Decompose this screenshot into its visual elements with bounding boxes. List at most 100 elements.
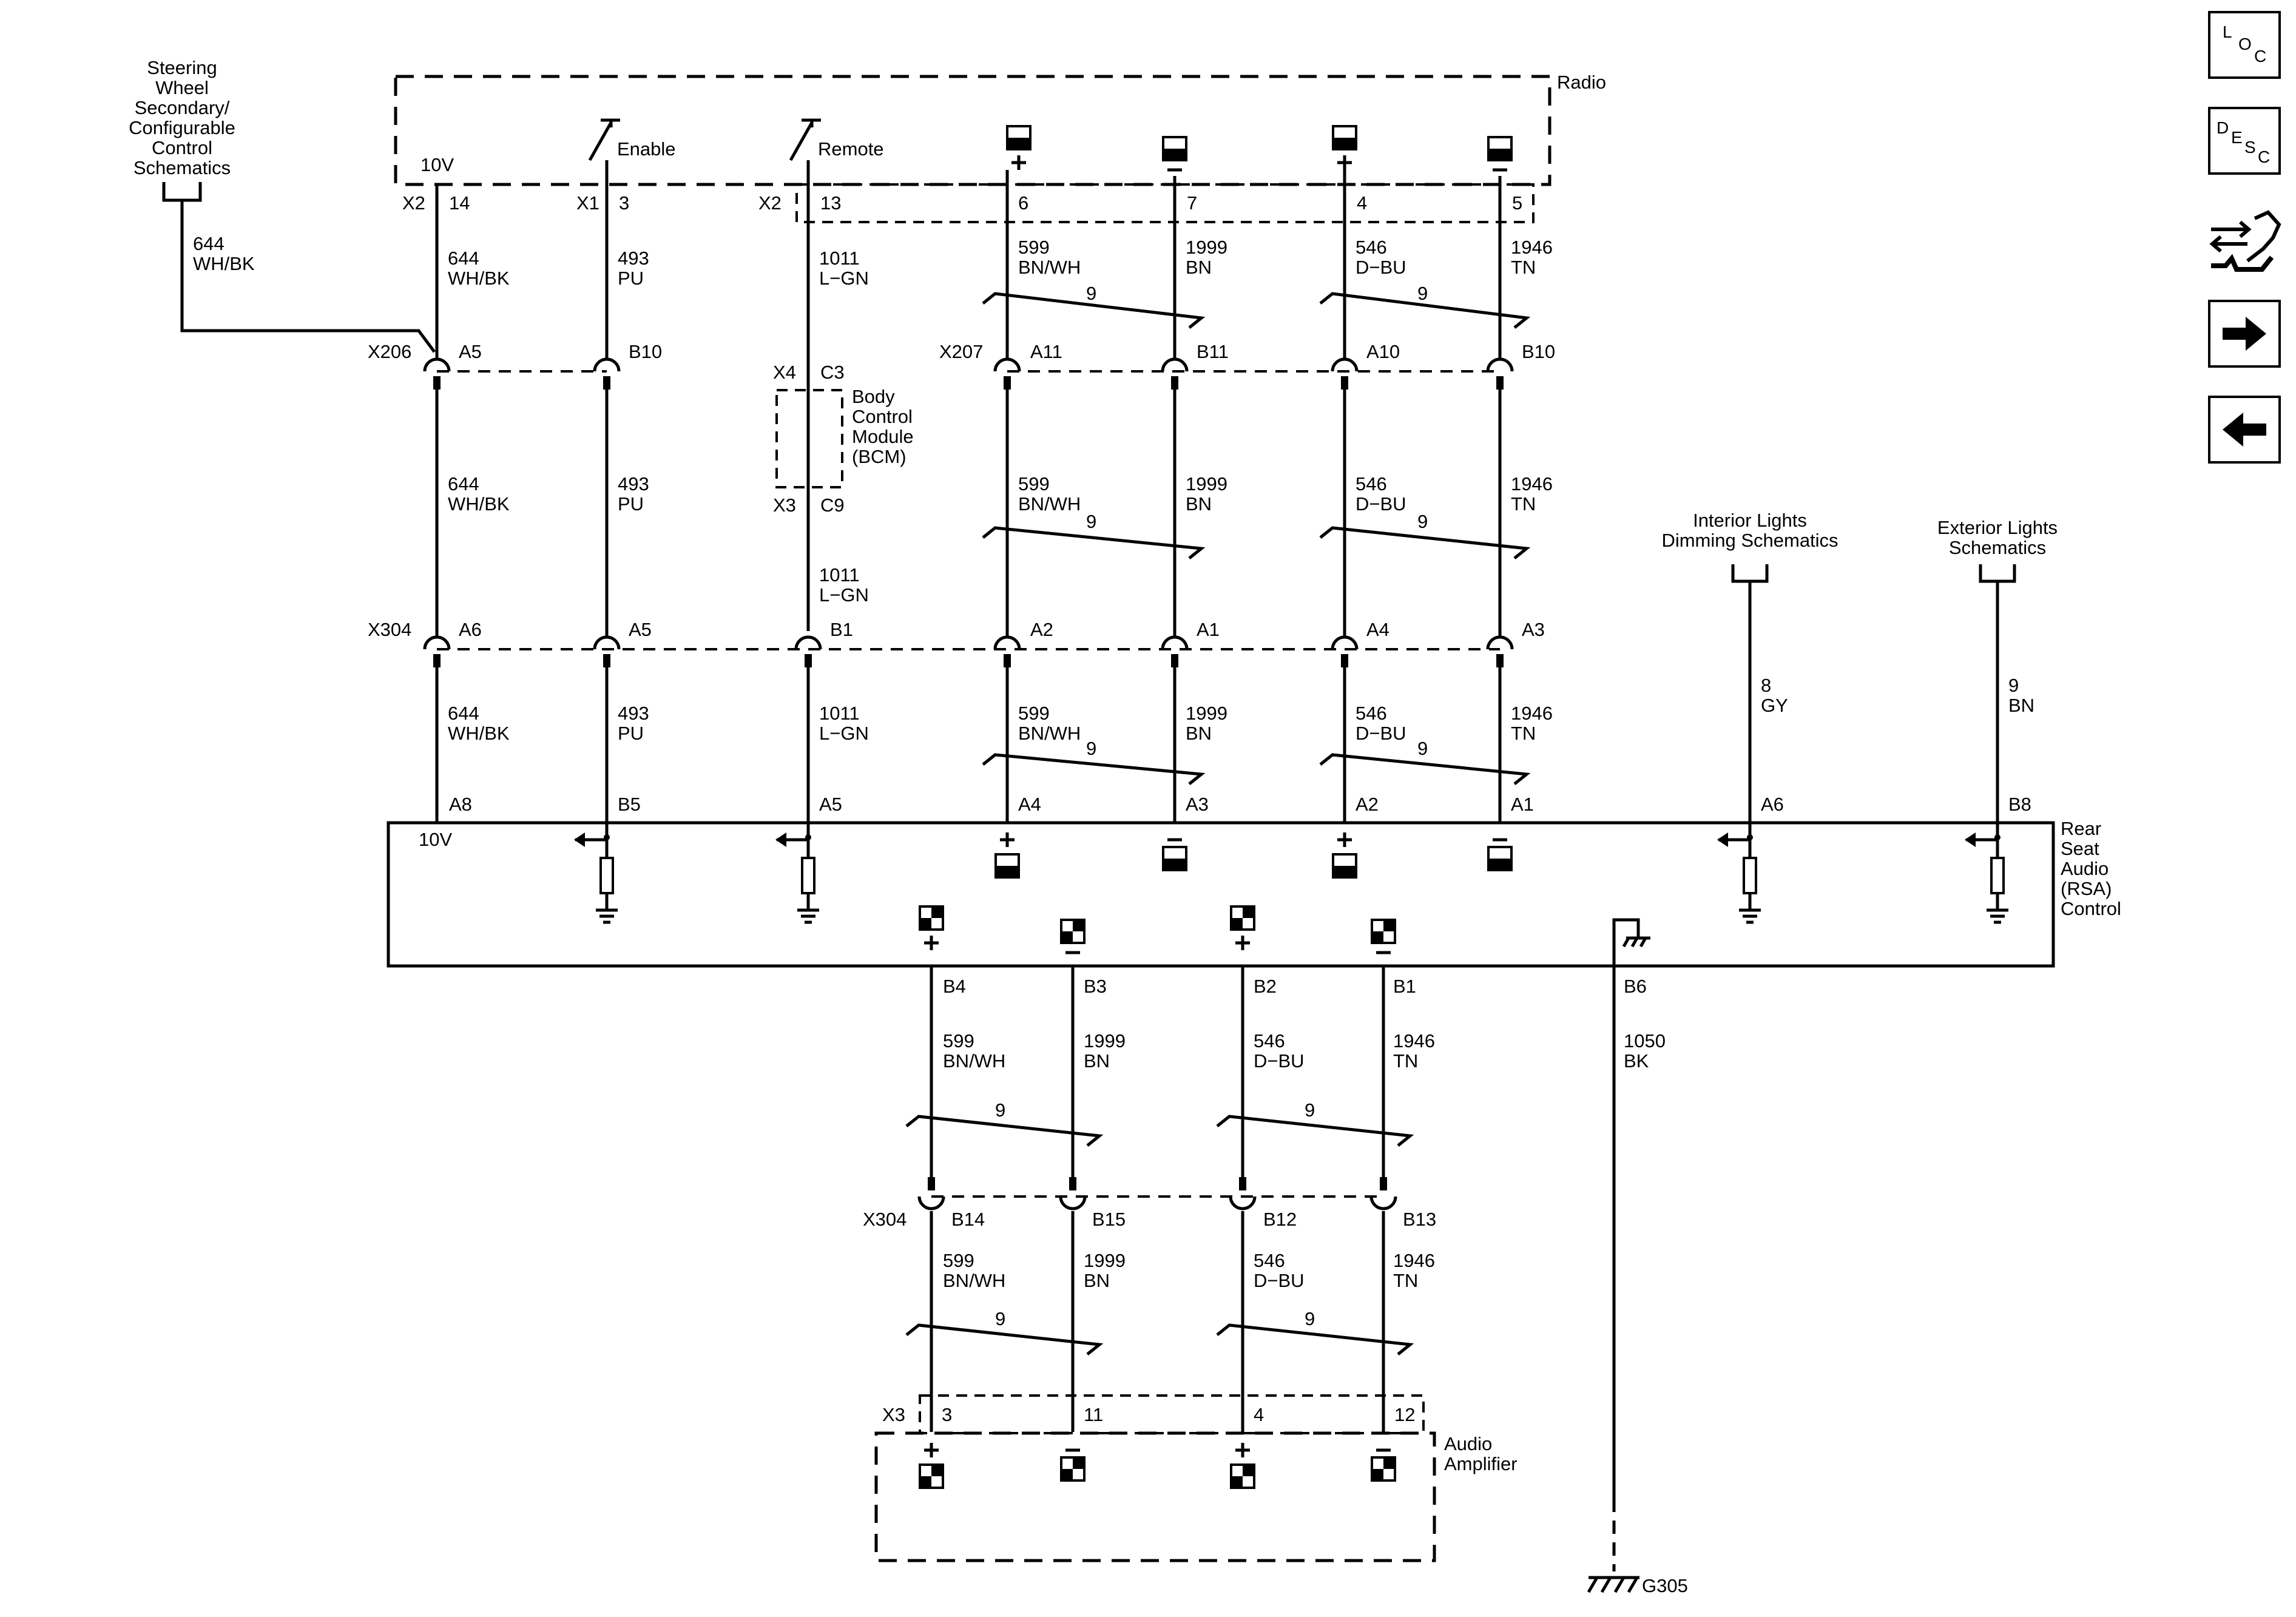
radio-module-label: Radio — [1557, 72, 1606, 93]
next-page-icon[interactable] — [2208, 300, 2281, 368]
wire-493-circuit-label: 493 — [618, 248, 649, 269]
bcm-label-line1: Body — [852, 386, 895, 407]
amplifier-x3-label: X3 — [882, 1404, 905, 1425]
twisted-pair-label: 9 — [995, 1099, 1005, 1121]
twisted-pair-label: 9 — [1086, 283, 1096, 304]
wire-599-color-label: BN/WH — [1018, 493, 1081, 515]
audio-output-negative-icon — [1487, 136, 1513, 172]
radio-audio-outputs — [1006, 125, 1513, 172]
rsa-pin-b5: B5 — [618, 794, 641, 815]
x304-pin-a6: A6 — [459, 619, 482, 640]
rsa-pin-b4: B4 — [943, 976, 966, 997]
rsa-pin-a1: A1 — [1511, 794, 1534, 815]
exterior-lights-ref-bracket — [1979, 564, 2016, 583]
bcm-c9-label: C9 — [820, 495, 845, 516]
interior-lights-ref-bracket — [1731, 564, 1769, 583]
wire-599-color-label: BN/WH — [1018, 257, 1081, 278]
steering-wheel-ref-line2: Wheel — [155, 77, 209, 98]
wire-546-circuit-label: 546 — [1254, 1030, 1285, 1052]
wire-546-color-label: D−BU — [1254, 1270, 1305, 1291]
radio-connector-x1-label: X1 — [576, 192, 599, 214]
audio-input-negative-icon — [1060, 1448, 1086, 1482]
x304-pin-b14: B14 — [951, 1209, 985, 1230]
wire-546-color-label: D−BU — [1356, 257, 1406, 278]
rsa-input-resistor-icon — [574, 832, 618, 924]
x304-pin-a2: A2 — [1030, 619, 1053, 640]
bcm-c3-label: C3 — [820, 362, 845, 383]
amplifier-pin-4: 4 — [1254, 1404, 1264, 1425]
rsa-10v-label: 10V — [419, 829, 452, 850]
steering-wheel-ref-line6: Schematics — [133, 157, 231, 178]
audio-input-negative-icon — [1487, 838, 1513, 871]
x304-pin-a3: A3 — [1522, 619, 1545, 640]
bcm-label-line3: Module — [852, 426, 914, 447]
amplifier-pin-3: 3 — [942, 1404, 952, 1425]
wire-1946-color-label: TN — [1511, 493, 1536, 515]
upper-wire-runs — [435, 160, 1502, 379]
rsa-input-resistor-icon — [1965, 832, 2008, 924]
rsa-pin-b3: B3 — [1084, 976, 1107, 997]
twisted-pair-label: 9 — [1305, 1099, 1315, 1121]
wire-1999-color-label: BN — [1084, 1270, 1110, 1291]
wire-1946-circuit-label: 1946 — [1511, 473, 1553, 495]
wire-1946-color-label: TN — [1393, 1270, 1418, 1291]
rsa-label-line2: Seat — [2061, 838, 2099, 859]
previous-page-icon[interactable] — [2208, 396, 2281, 464]
audio-output-negative-icon — [1371, 919, 1396, 954]
wire-1999-color-label: BN — [1186, 493, 1212, 515]
wire-1946-color-label: TN — [1511, 257, 1536, 278]
radio-pin-7: 7 — [1187, 192, 1197, 214]
audio-input-positive-icon — [919, 1443, 944, 1489]
x206-pin-a5: A5 — [459, 341, 482, 362]
radio-pin-3: 3 — [619, 192, 629, 214]
rsa-pin-a3: A3 — [1186, 794, 1209, 815]
wire-644-color-label: WH/BK — [193, 253, 255, 274]
connector-row2-terminals — [423, 635, 1514, 667]
x207-pin-b10: B10 — [1522, 341, 1555, 362]
twisted-pair-markers-lower — [982, 753, 1531, 785]
twisted-pair-label: 9 — [1417, 283, 1428, 304]
exterior-lights-ref-line2: Schematics — [1949, 537, 2046, 558]
audio-output-positive-icon — [1230, 905, 1255, 950]
rsa-pin-b8: B8 — [2008, 794, 2031, 815]
wire-546-color-label: D−BU — [1254, 1050, 1305, 1072]
wire-1946-circuit-label: 1946 — [1393, 1030, 1435, 1052]
x206-pin-b10: B10 — [629, 341, 662, 362]
amplifier-label-line1: Audio — [1444, 1433, 1492, 1454]
interior-lights-ref-line2: Dimming Schematics — [1661, 530, 1838, 551]
desc-letter-c: C — [2258, 147, 2270, 166]
x304-pin-b13: B13 — [1403, 1209, 1436, 1230]
wire-644-circuit-label: 644 — [448, 473, 479, 495]
amplifier-audio-inputs — [919, 1443, 1396, 1489]
radio-pin-14: 14 — [449, 192, 470, 214]
wire-1946-circuit-label: 1946 — [1393, 1250, 1435, 1271]
x207-pin-a10: A10 — [1366, 341, 1400, 362]
wire-599-circuit-label: 599 — [943, 1030, 974, 1052]
radio-pin-4: 4 — [1357, 192, 1367, 214]
wire-644-color-label: WH/BK — [448, 268, 510, 289]
wire-1011-circuit-label: 1011 — [819, 248, 860, 269]
exterior-lights-ref-line1: Exterior Lights — [1937, 517, 2058, 538]
desc-icon[interactable]: D E S C — [2208, 107, 2281, 175]
radio-module-outline — [394, 75, 1551, 186]
amplifier-pin-11: 11 — [1084, 1404, 1103, 1425]
radio-x2-connector-outline — [795, 183, 1535, 223]
wire-644-circuit-label: 644 — [448, 248, 479, 269]
rsa-label-line3: Audio — [2061, 858, 2109, 879]
ground-g305-label: G305 — [1642, 1575, 1688, 1596]
connector-end-view-icon[interactable] — [2205, 200, 2284, 279]
audio-input-positive-icon — [1230, 1443, 1255, 1489]
steering-wheel-ref-line3: Secondary/ — [135, 97, 230, 118]
twisted-pair-label: 9 — [1417, 738, 1428, 759]
interior-lights-ref-line1: Interior Lights — [1693, 510, 1807, 531]
twisted-pair-label: 9 — [1305, 1308, 1315, 1329]
bcm-label-line2: Control — [852, 406, 913, 427]
loc-icon[interactable]: L O C — [2208, 11, 2281, 79]
wire-1011-color-label: L−GN — [819, 268, 869, 289]
audio-input-positive-icon — [994, 832, 1020, 879]
wire-644-circuit-label: 644 — [193, 233, 225, 254]
wire-546-circuit-label: 546 — [1254, 1250, 1285, 1271]
rsa-pin-a6: A6 — [1761, 794, 1784, 815]
